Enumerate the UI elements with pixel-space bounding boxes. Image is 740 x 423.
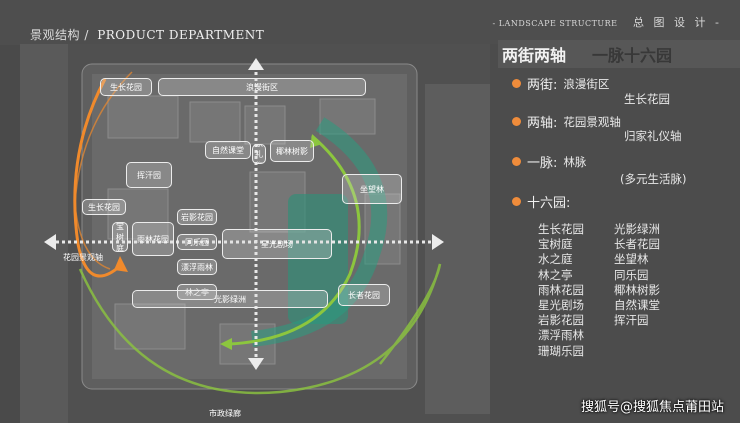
title-bar: 景观结构 / PRODUCT DEPARTMENT - LANDSCAPE ST… bbox=[0, 0, 740, 45]
source-watermark: 搜狐号@搜狐焦点莆田站 bbox=[580, 400, 724, 415]
map-label-sweat-garden: 挥汗园 bbox=[126, 162, 172, 188]
map-label-growth-garden: 生长花园 bbox=[100, 78, 152, 96]
breadcrumb-cn: 景观结构 / bbox=[30, 28, 89, 42]
map-label-joy-garden: 同乐园 bbox=[177, 234, 217, 250]
garden-item: 椰林树影 bbox=[614, 282, 660, 297]
vein-value-1: 林脉 bbox=[563, 154, 587, 169]
garden-item: 坐望林 bbox=[614, 252, 649, 267]
gardens-column-2: 光影绿洲 长者花园 坐望林 同乐园 椰林树影 自然课堂 挥汗园 bbox=[614, 222, 660, 328]
garden-item: 挥汗园 bbox=[614, 313, 649, 328]
map-label-tree-court: 宝树庭 bbox=[112, 222, 128, 252]
axes-label: 两轴: bbox=[527, 116, 558, 131]
landscape-site-plan: 生长花园 浪漫街区 自然课堂 椰林树影 挥汗园 生长花园 宝树庭 雨林花园 岩影… bbox=[20, 44, 490, 423]
garden-item: 水之庭 bbox=[538, 252, 573, 267]
map-label-romantic-street: 浪漫街区 bbox=[158, 78, 366, 96]
legend-gardens: 十六园: bbox=[512, 192, 570, 211]
breadcrumb: 景观结构 / PRODUCT DEPARTMENT bbox=[30, 26, 264, 43]
legend-vein: 一脉: 林脉 bbox=[512, 152, 586, 171]
green-axis-arc bbox=[78, 263, 442, 395]
orange-dot-icon bbox=[512, 157, 521, 166]
garden-item: 林之亭 bbox=[538, 267, 573, 282]
map-label-coconut-shade: 椰林树影 bbox=[270, 140, 314, 162]
breadcrumb-en: PRODUCT DEPARTMENT bbox=[97, 28, 265, 42]
map-label-elder-garden: 长者花园 bbox=[338, 284, 390, 306]
section-label: - LANDSCAPE STRUCTURE 总 图 设 计 - bbox=[492, 14, 722, 30]
forest-vein-path bbox=[251, 117, 388, 347]
map-label-light-oasis: 光影绿洲 bbox=[132, 290, 328, 308]
vein-label: 一脉: bbox=[527, 156, 558, 171]
headline-bar: 两街两轴 一脉十六园 bbox=[498, 40, 740, 68]
headline-main: 两街两轴 bbox=[502, 46, 567, 65]
map-label-rock-shadow-garden: 岩影花园 bbox=[177, 209, 217, 225]
section-en: - LANDSCAPE STRUCTURE bbox=[492, 19, 618, 28]
map-label-floating-rainforest: 漂浮雨林 bbox=[177, 259, 217, 275]
garden-item: 自然课堂 bbox=[614, 298, 660, 313]
map-label-growth-garden-2: 生长花园 bbox=[82, 199, 126, 215]
axes-value-2: 归家礼仪轴 bbox=[624, 129, 682, 143]
streets-label: 两街: bbox=[527, 78, 558, 93]
orange-dot-icon bbox=[512, 117, 521, 126]
garden-item: 岩影花园 bbox=[538, 313, 584, 328]
garden-item: 漂浮雨林 bbox=[538, 328, 584, 343]
green-axis-inner bbox=[229, 134, 361, 346]
garden-item: 同乐园 bbox=[614, 267, 649, 282]
gardens-column-1: 生长花园 宝树庭 水之庭 林之亭 雨林花园 星光剧场 岩影花园 漂浮雨林 珊瑚乐… bbox=[538, 222, 584, 359]
garden-item: 星光剧场 bbox=[538, 298, 584, 313]
map-label-nature-class: 自然课堂 bbox=[205, 141, 251, 159]
garden-item: 生长花园 bbox=[538, 222, 584, 236]
gardens-label: 十六园: bbox=[527, 196, 571, 211]
map-label-sitting-forest: 坐望林 bbox=[342, 174, 402, 204]
orange-axis-arc bbox=[73, 78, 121, 278]
map-label-home-axis: 归家礼仪轴 bbox=[252, 144, 266, 164]
garden-item: 宝树庭 bbox=[538, 237, 573, 252]
map-label-municipal-corridor: 市政绿廊 bbox=[209, 408, 241, 418]
section-cn: 总 图 设 计 - bbox=[633, 16, 722, 29]
streets-value-2: 生长花园 bbox=[624, 92, 670, 106]
headline-secondary: 一脉十六园 bbox=[592, 46, 673, 65]
map-label-forest-pavilion: 林之亭 bbox=[177, 284, 217, 300]
axes-value-1: 花园景观轴 bbox=[563, 114, 621, 129]
map-label-rainforest-garden: 雨林花园 bbox=[132, 222, 174, 256]
map-label-starlight-theater: 星光剧场 bbox=[222, 229, 332, 259]
streets-value-1: 浪漫街区 bbox=[563, 76, 610, 91]
orange-dot-icon bbox=[512, 79, 521, 88]
map-label-garden-axis: 花园景观轴 bbox=[63, 252, 103, 262]
vein-value-2: (多元生活脉) bbox=[620, 172, 687, 186]
orange-dot-icon bbox=[512, 197, 521, 206]
garden-item: 珊瑚乐园 bbox=[538, 343, 584, 358]
legend-axes: 两轴: 花园景观轴 bbox=[512, 112, 621, 131]
garden-item: 光影绿洲 bbox=[614, 222, 660, 236]
forest-vein-region bbox=[288, 194, 348, 324]
garden-item: 雨林花园 bbox=[538, 282, 584, 297]
legend-panel: 两街两轴 一脉十六园 两街: 浪漫街区 生长花园 两轴: 花园景观轴 归家礼仪轴 一… bbox=[490, 40, 740, 423]
legend-streets: 两街: 浪漫街区 bbox=[512, 74, 609, 93]
garden-item: 长者花园 bbox=[614, 237, 660, 252]
